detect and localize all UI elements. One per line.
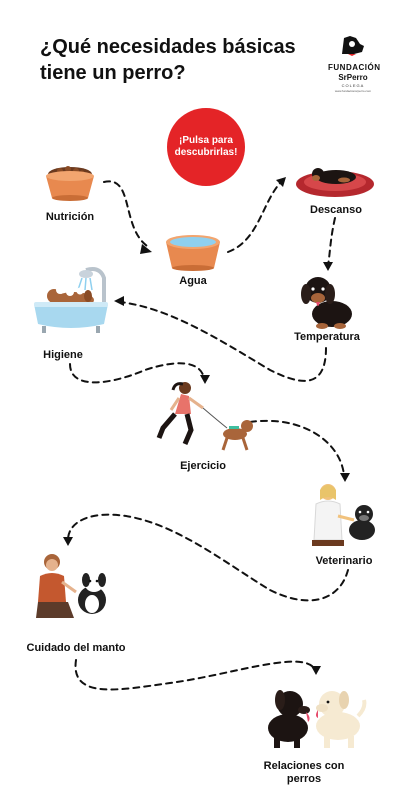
discover-button[interactable]: ¡Pulsa para descubrirlas! bbox=[167, 108, 245, 186]
dog-bed-icon bbox=[294, 160, 376, 200]
need-label-higiene: Higiene bbox=[43, 349, 83, 361]
need-label-agua: Agua bbox=[179, 275, 207, 287]
need-label-descanso: Descanso bbox=[310, 204, 362, 216]
logo-line-1: FUNDACIÓN bbox=[328, 63, 381, 72]
dog-logo-icon bbox=[342, 36, 364, 56]
logo-line-4: www.fundacionsrperro.com bbox=[334, 89, 372, 93]
dog-icon bbox=[298, 272, 358, 330]
need-label-temperatura: Temperatura bbox=[294, 331, 360, 343]
dogs-playing-icon bbox=[260, 680, 368, 750]
logo-line-2: SrPerro bbox=[338, 73, 368, 82]
food-bowl-icon bbox=[40, 160, 100, 206]
brushing-dog-icon bbox=[34, 552, 114, 624]
need-label-relaciones-con-perros: Relaciones con perros bbox=[263, 760, 345, 785]
dog-bath-icon bbox=[30, 266, 112, 336]
need-label-veterinario: Veterinario bbox=[315, 555, 373, 567]
need-label-cuidado-del-manto: Cuidado del manto bbox=[26, 642, 126, 654]
running-with-dog-icon bbox=[155, 380, 255, 456]
need-label-ejercicio: Ejercicio bbox=[180, 460, 226, 472]
fundacion-logo: FUNDACIÓN SrPerro COLEGA www.fundacionsr… bbox=[328, 34, 381, 93]
veterinarian-icon bbox=[308, 480, 380, 548]
page-title: ¿Qué necesidades básicas tiene un perro? bbox=[40, 36, 296, 84]
logo-line-3: COLEGA bbox=[341, 83, 365, 88]
water-bowl-icon bbox=[162, 232, 224, 274]
need-label-nutricion: Nutrición bbox=[45, 211, 95, 223]
